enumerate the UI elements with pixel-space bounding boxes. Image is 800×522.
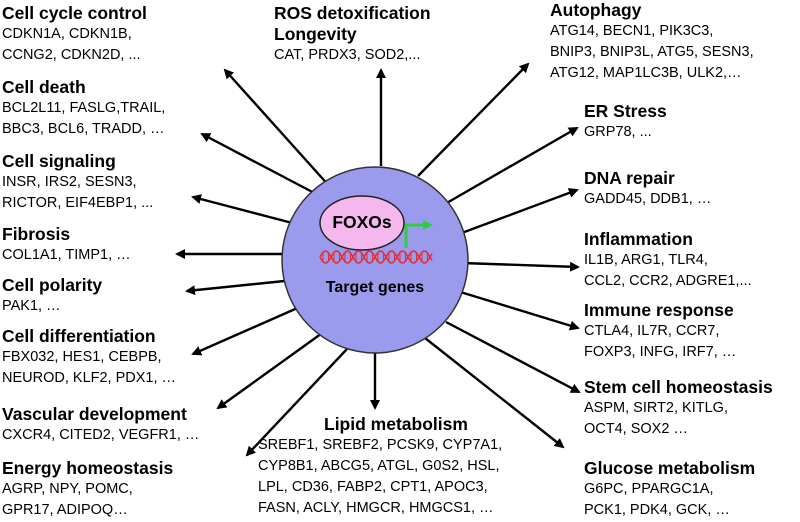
category-title: Lipid metabolism bbox=[324, 414, 468, 434]
category-title: Glucose metabolism bbox=[584, 458, 756, 478]
tss-arrow bbox=[404, 220, 433, 248]
gene-line: CAT, PRDX3, SOD2,... bbox=[274, 47, 421, 63]
gene-line: COL1A1, TIMP1, … bbox=[2, 247, 131, 263]
gene-line: BNIP3, BNIP3L, ATG5, SESN3, bbox=[550, 44, 754, 60]
category-title: Immune response bbox=[584, 300, 734, 320]
category-er-stress: ER Stress GRP78, ... bbox=[584, 101, 667, 143]
gene-line: G6PC, PPARGC1A, bbox=[584, 481, 714, 497]
gene-line: BCL2L11, FASLG,TRAIL, bbox=[2, 100, 166, 116]
gene-line: INSR, IRS2, SESN3, bbox=[2, 174, 137, 190]
arrow-to-stem-cell bbox=[445, 320, 581, 394]
gene-line: GADD45, DDB1, … bbox=[584, 191, 712, 207]
arrow-to-glucose bbox=[424, 337, 565, 449]
gene-line: FOXP3, INFG, IRF7, … bbox=[584, 344, 737, 360]
gene-line: FBX032, HES1, CEBPB, bbox=[2, 349, 162, 365]
gene-line: BBC3, BCL6, TRADD, … bbox=[2, 121, 165, 137]
arrow-to-autophagy bbox=[417, 62, 530, 177]
category-title: Autophagy bbox=[550, 0, 642, 20]
category-lipid: Lipid metabolism SREBF1, SREBF2, PCSK9, … bbox=[258, 414, 502, 519]
category-title: Vascular development bbox=[2, 404, 187, 424]
category-cell-death: Cell death BCL2L11, FASLG,TRAIL, BBC3, B… bbox=[2, 77, 165, 140]
arrow-group bbox=[175, 62, 581, 457]
category-ros: ROS detoxification Longevity CAT, PRDX3,… bbox=[274, 3, 431, 66]
gene-line: PCK1, PDK4, GCK, … bbox=[584, 502, 730, 518]
arrow-to-cell-cycle bbox=[223, 68, 332, 189]
category-cell-polarity: Cell polarity PAK1, … bbox=[2, 275, 102, 317]
category-cell-cycle: Cell cycle control CDKN1A, CDKN1B, CCNG2… bbox=[2, 3, 147, 66]
arrow-to-energy bbox=[245, 348, 348, 457]
arrow-to-vascular bbox=[216, 330, 326, 410]
category-cell-diff: Cell differentiation FBX032, HES1, CEBPB… bbox=[2, 326, 176, 389]
arrow-to-cell-diff bbox=[191, 304, 303, 356]
gene-line: ATG12, MAP1LC3B, ULK2,… bbox=[550, 65, 742, 81]
category-inflammation: Inflammation IL1B, ARG1, TLR4, CCL2, CCR… bbox=[584, 229, 752, 292]
category-title: Cell death bbox=[2, 77, 86, 97]
category-title: ER Stress bbox=[584, 101, 667, 121]
foxo-oval bbox=[319, 195, 405, 251]
gene-line: FASN, ACLY, HMGCR, HMGCS1, … bbox=[258, 500, 494, 516]
category-cell-signaling: Cell signaling INSR, IRS2, SESN3, RICTOR… bbox=[2, 151, 153, 214]
category-stem-cell: Stem cell homeostasis ASPM, SIRT2, KITLG… bbox=[584, 377, 773, 440]
gene-line: OCT4, SOX2 … bbox=[584, 421, 688, 437]
category-vascular: Vascular development CXCR4, CITED2, VEGF… bbox=[2, 404, 199, 446]
gene-line: RICTOR, EIF4EBP1, ... bbox=[2, 195, 154, 211]
category-autophagy: Autophagy ATG14, BECN1, PIK3C3, BNIP3, B… bbox=[550, 0, 754, 84]
arrow-to-dna-repair bbox=[458, 188, 579, 236]
arrow-to-cell-polarity bbox=[185, 278, 295, 296]
category-title: Cell polarity bbox=[2, 275, 103, 295]
arrow-to-er-stress bbox=[444, 126, 579, 206]
category-title: DNA repair bbox=[584, 168, 675, 188]
category-title: ROS detoxification bbox=[274, 3, 431, 23]
gene-line: NEUROD, KLF2, PDX1, … bbox=[2, 370, 177, 386]
category-immune: Immune response CTLA4, IL7R, CCR7, FOXP3… bbox=[584, 300, 736, 363]
gene-line: CXCR4, CITED2, VEGFR1, … bbox=[2, 427, 200, 443]
gene-line: SREBF1, SREBF2, PCSK9, CYP7A1, bbox=[258, 437, 503, 453]
gene-line: GRP78, ... bbox=[584, 124, 652, 140]
gene-line: GPR17, ADIPOQ… bbox=[2, 502, 128, 518]
foxos-label: FOXOs bbox=[332, 212, 392, 232]
category-title: Cell signaling bbox=[2, 151, 116, 171]
dna-strand bbox=[319, 250, 433, 264]
category-title: Cell differentiation bbox=[2, 326, 156, 346]
gene-line: CDKN1A, CDKN1B, bbox=[2, 26, 132, 42]
arrow-to-inflammation bbox=[461, 261, 580, 272]
category-subtitle: Longevity bbox=[274, 24, 357, 44]
gene-line: CCL2, CCR2, ADGRE1,... bbox=[584, 273, 752, 289]
gene-line: PAK1, … bbox=[2, 298, 61, 314]
category-title: Fibrosis bbox=[2, 224, 71, 244]
arrow-to-immune bbox=[456, 289, 580, 331]
arrow-to-cell-signaling bbox=[191, 194, 301, 227]
gene-line: IL1B, ARG1, TLR4, bbox=[584, 252, 708, 268]
target-genes-label: Target genes bbox=[325, 279, 425, 296]
dna-strand bbox=[319, 250, 433, 264]
category-title: Stem cell homeostasis bbox=[584, 377, 773, 397]
category-dna-repair: DNA repair GADD45, DDB1, … bbox=[584, 168, 711, 210]
foxo-target-circle bbox=[281, 166, 469, 354]
category-fibrosis: Fibrosis COL1A1, TIMP1, … bbox=[2, 224, 131, 266]
gene-line: ATG14, BECN1, PIK3C3, bbox=[550, 23, 714, 39]
gene-line: LPL, CD36, FABP2, CPT1, APOC3, bbox=[258, 479, 488, 495]
category-energy: Energy homeostasis AGRP, NPY, POMC, GPR1… bbox=[2, 458, 173, 521]
category-title: Cell cycle control bbox=[2, 3, 147, 23]
category-glucose: Glucose metabolism G6PC, PPARGC1A, PCK1,… bbox=[584, 458, 755, 521]
gene-line: CTLA4, IL7R, CCR7, bbox=[584, 323, 720, 339]
gene-line: CYP8B1, ABCG5, ATGL, G0S2, HSL, bbox=[258, 458, 500, 474]
category-title: Inflammation bbox=[584, 229, 693, 249]
category-title: Energy homeostasis bbox=[2, 458, 174, 478]
gene-line: ASPM, SIRT2, KITLG, bbox=[584, 400, 728, 416]
gene-line: AGRP, NPY, POMC, bbox=[2, 481, 133, 497]
gene-line: CCNG2, CDKN2D, ... bbox=[2, 47, 141, 63]
arrow-to-cell-death bbox=[200, 132, 321, 198]
dna-helix bbox=[319, 250, 433, 264]
